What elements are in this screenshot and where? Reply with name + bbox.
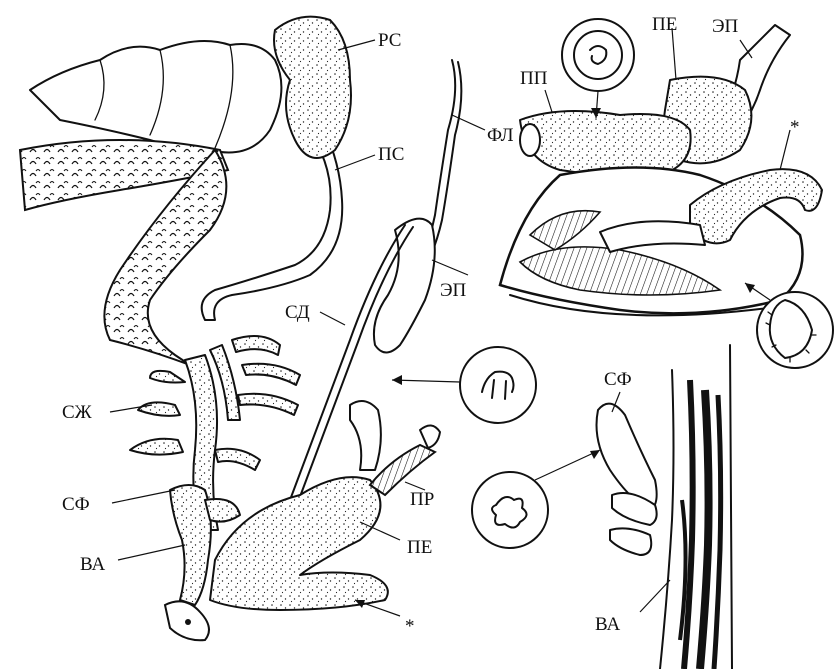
spermatheca — [274, 17, 351, 158]
label-szh: СЖ — [62, 402, 93, 423]
penis — [210, 477, 388, 610]
label-pe-main: ПЕ — [407, 537, 432, 558]
section-epiphallus — [392, 347, 536, 423]
section-penial-papilla — [562, 19, 634, 118]
label-va-inset: ВА — [595, 614, 620, 635]
main-reproductive-system-drawing — [20, 17, 461, 641]
label-fl: ФЛ — [487, 125, 514, 146]
label-ep-top: ЭП — [712, 16, 739, 37]
label-ps: ПС — [378, 144, 404, 165]
label-sf-inset: СФ — [604, 369, 632, 390]
section-flagellar-gland — [472, 450, 600, 548]
label-pr: ПР — [410, 489, 434, 510]
label-ep-main: ЭП — [440, 280, 467, 301]
label-star-top: * — [790, 117, 800, 138]
penial-papilla — [520, 111, 691, 176]
epiphallus — [374, 219, 435, 353]
albumen-gland — [30, 41, 281, 153]
label-pe-top: ПЕ — [652, 14, 677, 35]
label-pp: ПП — [520, 68, 548, 89]
opened-penis-drawing — [500, 25, 822, 315]
label-star-main: * — [405, 616, 415, 637]
label-va-main: ВА — [80, 554, 105, 575]
label-rs: РС — [378, 30, 401, 51]
label-sf-main: СФ — [62, 494, 90, 515]
label-sd: СД — [285, 302, 310, 323]
